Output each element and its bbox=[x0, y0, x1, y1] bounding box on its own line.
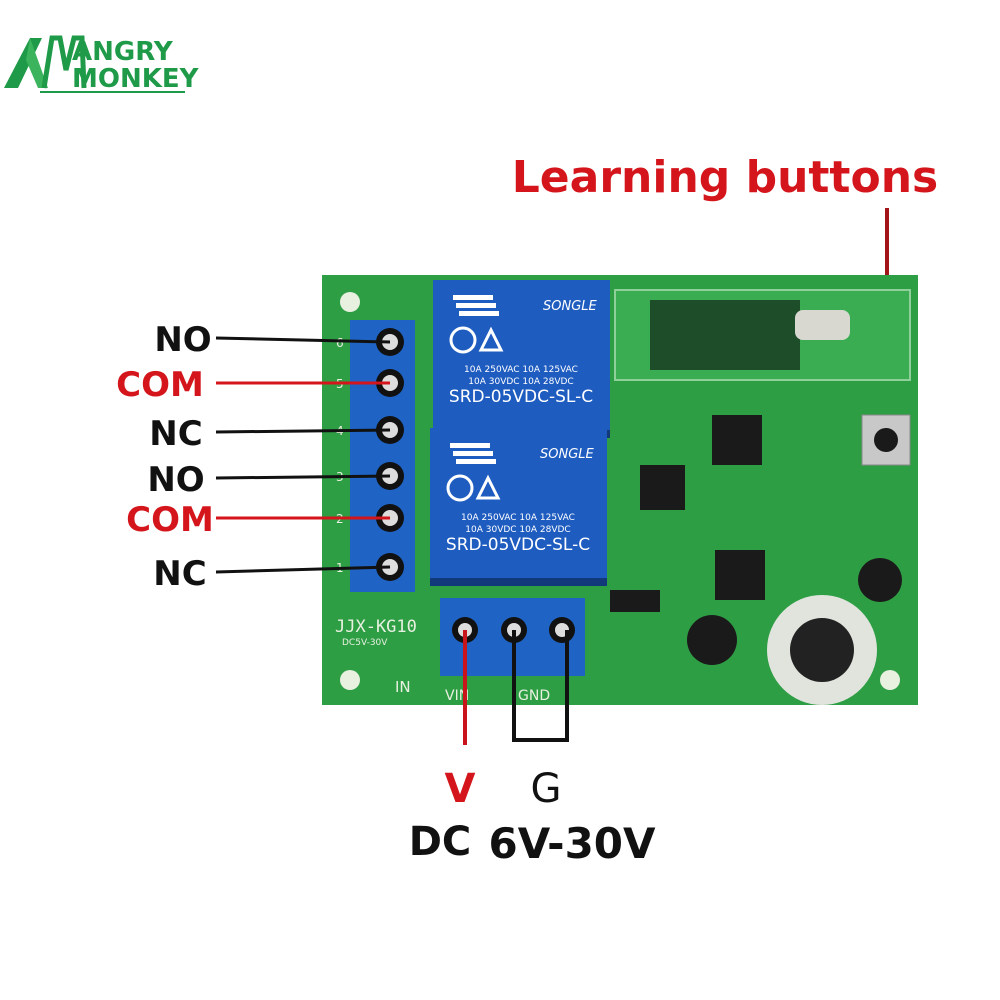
relay: SONGLE 10A 250VAC 10A 125VAC 10A 30VDC 10A… bbox=[433, 280, 610, 438]
logo-text-line1: ANGRY bbox=[72, 37, 174, 67]
relay-model: SRD-05VDC-SL-C bbox=[449, 387, 593, 407]
v-label: V bbox=[445, 766, 476, 812]
ic-chip bbox=[715, 550, 765, 600]
dc-label: DC bbox=[409, 819, 472, 865]
relay-rating_2: 10A 30VDC 10A 28VDC bbox=[465, 525, 570, 535]
board-in-label: IN bbox=[395, 678, 411, 696]
capacitor bbox=[687, 615, 737, 665]
board-model: JJX-KG10 bbox=[335, 617, 417, 637]
learning-buttons-label: Learning buttons bbox=[512, 152, 938, 203]
ic-chip bbox=[712, 415, 762, 465]
relay-model: SRD-05VDC-SL-C bbox=[446, 535, 590, 555]
relay-rating_2: 10A 30VDC 10A 28VDC bbox=[468, 377, 573, 387]
inductor bbox=[790, 618, 854, 682]
terminal-pointer bbox=[215, 428, 391, 434]
relay-brand: SONGLE bbox=[540, 447, 595, 462]
terminal-label-no: NO bbox=[147, 460, 204, 500]
angry-monkey-logo: ANGRY MONKEY bbox=[4, 35, 200, 94]
terminal-number: 6 bbox=[336, 336, 344, 350]
terminal-label-nc: NC bbox=[149, 414, 202, 454]
terminal-pointer bbox=[215, 474, 391, 480]
terminal-label-nc: NC bbox=[153, 554, 206, 594]
board-voltage: DC5V-30V bbox=[342, 638, 388, 648]
relay: SONGLE 10A 250VAC 10A 125VAC 10A 30VDC 10A… bbox=[430, 428, 607, 586]
terminal-pointer bbox=[215, 336, 391, 344]
relay-rating_1: 10A 250VAC 10A 125VAC bbox=[461, 513, 575, 523]
ic-chip bbox=[640, 465, 685, 510]
terminal-label-com: COM bbox=[126, 500, 214, 540]
terminal-label-com: COM bbox=[116, 365, 204, 405]
terminal-label-no: NO bbox=[154, 320, 211, 360]
output-terminal-block bbox=[350, 320, 415, 592]
relay-brand: SONGLE bbox=[543, 299, 598, 314]
capacitor bbox=[858, 558, 902, 602]
logo-text-line2: MONKEY bbox=[72, 64, 200, 94]
learning-button-cap[interactable] bbox=[874, 428, 898, 452]
terminal-pointer bbox=[215, 565, 391, 574]
voltage-range-label: 6V-30V bbox=[488, 819, 656, 868]
relay-rating_1: 10A 250VAC 10A 125VAC bbox=[464, 365, 578, 375]
gnd-wire bbox=[512, 630, 569, 742]
pcb-board: JJX-KG10 DC5V-30V IN VIN GND bbox=[322, 275, 918, 705]
board-gnd-label: GND bbox=[518, 688, 550, 704]
g-label: G bbox=[531, 766, 562, 812]
